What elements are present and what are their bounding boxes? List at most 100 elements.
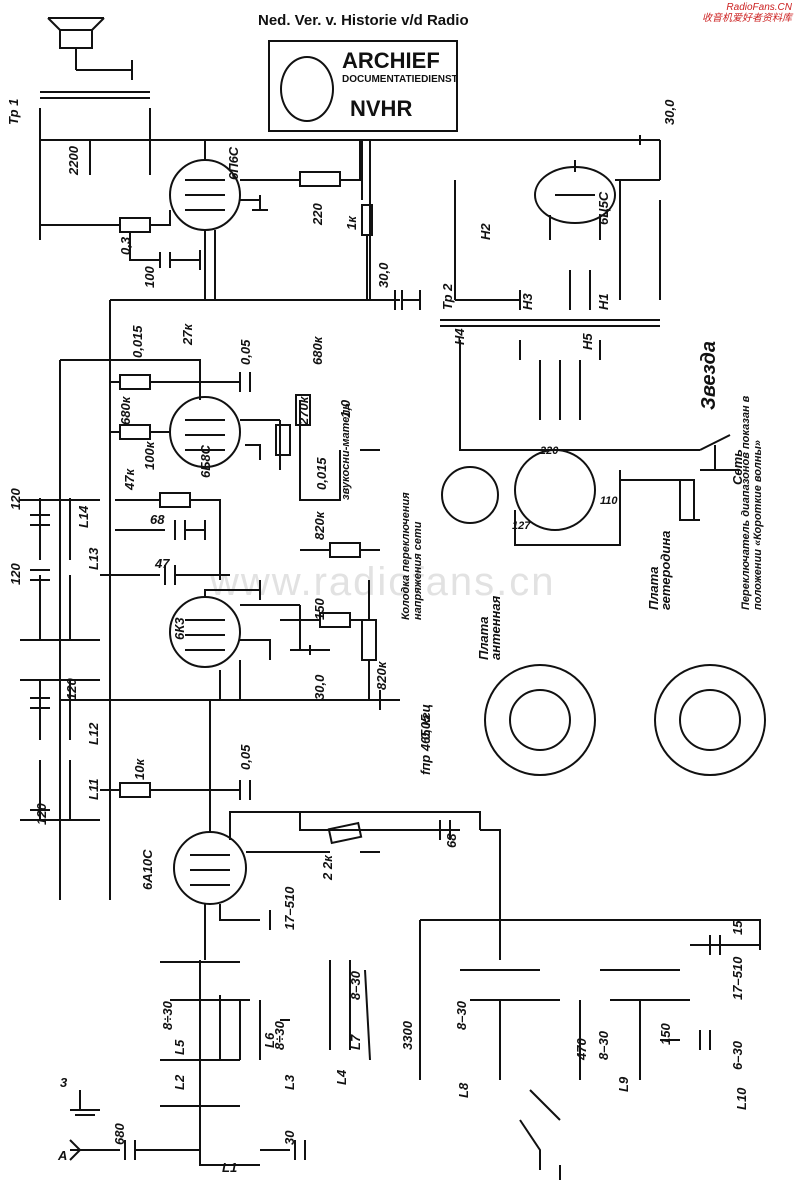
l11-label: L11: [86, 778, 101, 800]
tp2-label: Тр 2: [440, 283, 455, 310]
c-120-c-label: 120: [64, 678, 79, 700]
antenna-wafer: [484, 664, 596, 776]
detector-tube-6b8s: [169, 394, 311, 470]
r-680k-b-label: 680к: [118, 396, 133, 425]
output-transformer: [39, 91, 151, 141]
tube-6p6s-label: 6П6С: [226, 146, 241, 180]
l4-label: L4: [334, 1069, 349, 1085]
mains-selector-plug: [441, 434, 740, 546]
if-amp-tube-6k3: [169, 580, 300, 668]
l10-label: L10: [734, 1087, 749, 1110]
if-freq-label: fпр 465 кгц: [418, 703, 433, 775]
r-27k-label: 27к: [180, 323, 195, 345]
v127-label: 127: [512, 520, 531, 532]
oscillator-wafer: [654, 664, 766, 776]
r-10k-label: 10к: [132, 758, 147, 780]
c-15-label: 15: [730, 920, 745, 935]
r-0-3-label: 0,3: [118, 236, 133, 255]
l12-label: L12: [86, 722, 101, 745]
c-120-a-label: 120: [8, 488, 23, 510]
l1-label: L1: [222, 1160, 238, 1175]
c-8-30-a-label: 8–30: [348, 971, 363, 1000]
tp1-label: Тр 1: [6, 98, 21, 125]
antenna-input: [69, 1090, 306, 1166]
l3-label: L3: [282, 1074, 297, 1090]
c-47-label: 47: [155, 556, 170, 571]
tube-6c5s-label: 6Ц5С: [596, 191, 611, 225]
stamp-line1: ARCHIEF: [342, 48, 440, 73]
pickup-label: звукосни-матель: [340, 403, 352, 500]
speaker-icon: [47, 17, 133, 80]
band-switch-oscillator: [419, 919, 761, 1180]
l8-label: L8: [456, 1082, 471, 1098]
c-150-label: 150: [658, 1023, 673, 1045]
band-switch-antenna: [160, 960, 371, 1150]
c-470-label: 470: [574, 1038, 589, 1060]
tube-logo-icon: [280, 56, 334, 122]
c-6-30-label: 6–30: [730, 1041, 745, 1070]
l7-label: L7: [348, 1034, 363, 1050]
brand-label: Звезда: [698, 341, 720, 410]
h4-label: H4: [452, 328, 467, 345]
if-transformer-l11-l12: [20, 679, 100, 821]
tube-6a10s-label: 6А10С: [140, 849, 155, 890]
tube-6k3-label: 6К3: [172, 617, 187, 640]
c-17-510-b-label: 17–510: [730, 956, 745, 1000]
c-8-30-b-label: 8÷30: [160, 1001, 175, 1030]
l2-label: L2: [172, 1074, 187, 1090]
h2-label: H2: [478, 223, 493, 240]
h3-label: H3: [520, 293, 535, 310]
h5-label: H5: [580, 333, 595, 350]
site-watermark: RadioFans.CN 收音机爱好者资料库: [702, 2, 792, 24]
r-150-label: 150: [312, 598, 327, 620]
v110-label: 110: [600, 495, 618, 507]
c-0015-b-label: 0,015: [314, 457, 329, 490]
mains-selector-label: Колодка переключения напряжения сети: [400, 492, 424, 620]
r-1k-label: 1к: [344, 216, 359, 230]
c-68-label: 68: [150, 512, 165, 527]
rectifier-tube-6c5s: [534, 135, 661, 240]
c-120-b-label: 120: [8, 563, 23, 585]
c-30-if-label: 30,0: [312, 674, 327, 700]
output-tube-6p6s: [169, 140, 361, 231]
r-2k-label: 2 2к: [320, 855, 335, 880]
r-820k-a-label: 820к: [312, 511, 327, 540]
r-680k-a-label: 680к: [310, 336, 325, 365]
c-8-30-e-label: 8–30: [596, 1031, 611, 1060]
watermark: www.radiofans.cn: [210, 560, 556, 604]
r-220-label: 220: [310, 203, 325, 225]
tube-6b8s-label: 6Б8С: [198, 444, 213, 478]
c-17-510-label: 17–510: [282, 886, 297, 930]
v220-label: 220: [540, 445, 559, 457]
switch-note-label: Переключатель диапазонов показан в полож…: [740, 395, 764, 610]
board-heterodyne-label: Плата гетеродина: [646, 530, 673, 610]
board-antenna-label: Плата антенная: [476, 595, 503, 660]
c-30-label: 30: [282, 1130, 297, 1145]
c-8-30-d-label: 8–30: [454, 1001, 469, 1030]
r-270k-label: 270к: [296, 396, 311, 425]
c-100-label: 100: [142, 266, 157, 288]
stamp-line2: DOCUMENTATIEDIENST: [342, 74, 458, 85]
c-68-b-label: 68: [444, 833, 459, 848]
r-47k-label: 47к: [122, 468, 137, 490]
l13-label: L13: [86, 547, 101, 570]
if-transformer-l13-l14: [20, 498, 100, 641]
power-transformer: [440, 180, 700, 451]
r-820k-b-label: 820к: [374, 661, 389, 690]
c-005-a-label: 0,05: [238, 339, 253, 365]
c-120-d-label: 120: [34, 803, 49, 825]
l9-label: L9: [616, 1076, 631, 1092]
c-30-mid-label: 30,0: [376, 262, 391, 288]
c-30-top-label: 30,0: [662, 99, 677, 125]
c-680-label: 680: [112, 1123, 127, 1145]
l6-label: L6: [262, 1032, 277, 1048]
antenna-label: А: [58, 1148, 68, 1163]
l5-label: L5: [172, 1039, 187, 1055]
c-0015-label: 0,015: [130, 325, 145, 358]
archive-stamp: ARCHIEF DOCUMENTATIEDIENST NVHR: [268, 40, 458, 132]
stamp-line3: NVHR: [350, 96, 413, 121]
site-subtitle: 收音机爱好者资料库: [702, 13, 792, 24]
c-005-c-label: 0,05: [238, 744, 253, 770]
ground-label: 3: [60, 1075, 68, 1090]
